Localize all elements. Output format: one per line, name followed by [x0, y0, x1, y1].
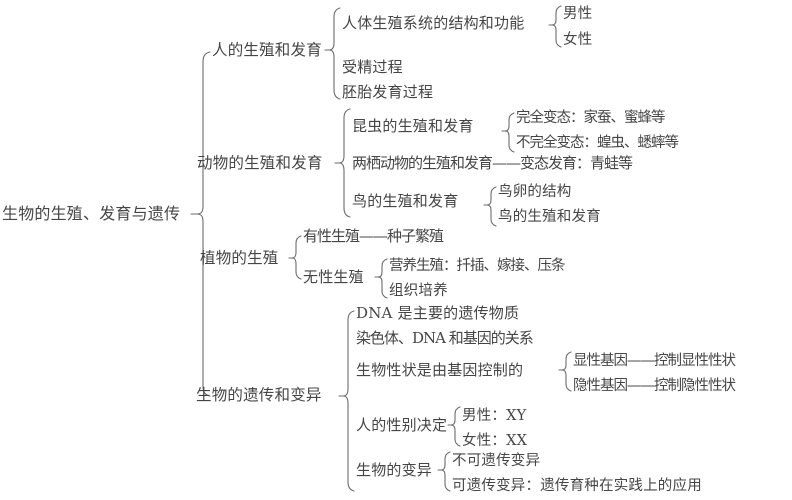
node-heredity-variation: 生物的遗传和变异	[196, 386, 322, 404]
node-amphibian-reproduction: 两栖动物的生殖和发育——变态发育：青蛙等	[352, 154, 633, 172]
node-human-reproduction: 人的生殖和发育	[212, 41, 322, 59]
node-insect-reproduction: 昆虫的生殖和发育	[352, 117, 474, 135]
node-non-heritable-variation: 不可遗传变异	[452, 453, 541, 469]
node-dna-genetic-material: DNA 是主要的遗传物质	[356, 304, 520, 322]
node-human-reproductive-system: 人体生殖系统的结构和功能	[342, 14, 525, 32]
node-animal-reproduction: 动物的生殖和发育	[197, 154, 323, 172]
root-node: 生物的生殖、发育与遗传	[2, 204, 181, 223]
node-sexual-reproduction: 有性生殖——种子繁殖	[303, 227, 444, 245]
node-heritable-variation: 可遗传变异：遗传育种在实践上的应用	[452, 478, 702, 494]
node-female-xx: 女性：XX	[462, 433, 528, 449]
node-dominant-gene: 显性基因——控制显性性状	[573, 353, 736, 369]
node-chromosome-dna-gene-relation: 染色体、DNA 和基因的关系	[356, 329, 534, 347]
node-male-xy: 男性：XY	[462, 408, 527, 424]
node-incomplete-metamorphosis: 不完全变态：蝗虫、蟋蟀等	[516, 135, 679, 151]
node-fertilization: 受精过程	[342, 58, 403, 76]
node-egg-structure: 鸟卵的结构	[498, 184, 572, 200]
node-female: 女性	[563, 32, 593, 48]
node-complete-metamorphosis: 完全变态：家蚕、蜜蜂等	[516, 110, 665, 126]
node-bird-reproduction: 鸟的生殖和发育	[352, 192, 459, 210]
node-embryonic-development: 胚胎发育过程	[342, 83, 434, 101]
node-recessive-gene: 隐性基因——控制隐性性状	[573, 378, 736, 394]
node-biological-variation: 生物的变异	[356, 461, 433, 479]
node-bird-reproduction-sub: 鸟的生殖和发育	[498, 209, 601, 225]
node-sex-determination: 人的性别决定	[356, 416, 448, 434]
node-vegetative-propagation: 营养生殖：扦插、嫁接、压条	[389, 258, 565, 274]
node-plant-reproduction: 植物的生殖	[200, 249, 279, 267]
node-traits-controlled-by-genes: 生物性状是由基因控制的	[356, 361, 524, 379]
node-asexual-reproduction: 无性生殖	[303, 268, 364, 286]
node-tissue-culture: 组织培养	[389, 283, 448, 299]
node-male: 男性	[563, 6, 593, 22]
